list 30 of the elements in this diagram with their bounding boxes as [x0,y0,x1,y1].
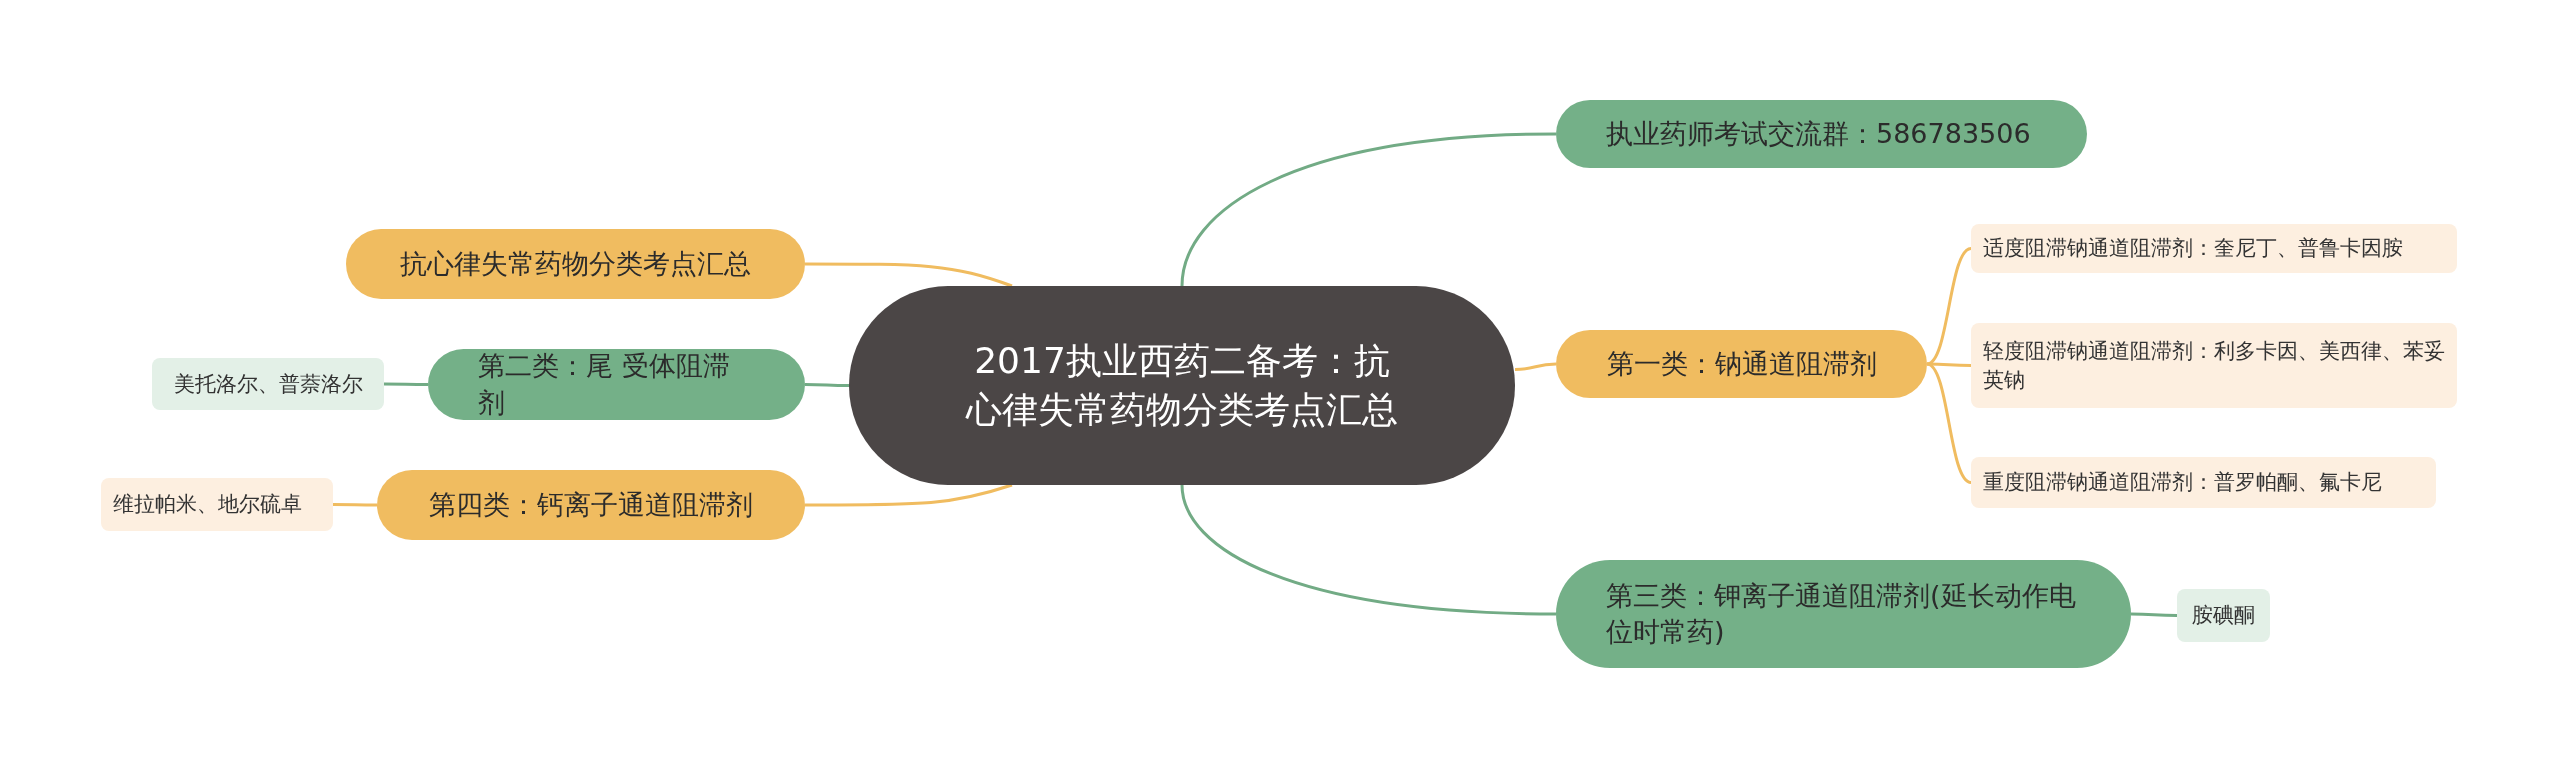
subtopic-label: 胺碘酮 [2192,602,2255,630]
connector-line [1180,484,1557,616]
subtopic-box [2177,589,2270,642]
subtopic-label: 维拉帕米、地尔硫卓 [113,491,302,519]
subtopic-label: 重度阻滞钠通道阻滞剂：普罗帕酮、氟卡尼 [1983,469,2382,497]
connector-line [333,503,377,507]
topic-label: 第二类：尾 受体阻滞剂 [478,349,731,420]
connector-line [2131,612,2177,617]
topic-label: 第四类：钙离子通道阻滞剂 [429,487,753,522]
subtopic-box [101,478,333,531]
connector-line [1926,362,1972,484]
topic-label: 抗心律失常药物分类考点汇总 [400,246,751,281]
subtopic-label: 轻度阻滞钠通道阻滞剂：利多卡因、美西律、苯妥英钠 [1983,338,2445,394]
topic-label: 第三类：钾离子通道阻滞剂(延长动作电位时常药) [1606,578,2077,649]
subtopic-box [1971,457,2436,508]
topic-label: 第一类：钠通道阻滞剂 [1606,346,1877,381]
subtopic-label: 适度阻滞钠通道阻滞剂：奎尼丁、普鲁卡因胺 [1983,235,2403,263]
connector-line [805,262,1013,288]
connector-line [805,483,1013,507]
connector-line [805,383,849,387]
subtopic-box [152,358,384,410]
subtopic-box [1971,323,2457,408]
subtopic-label: 美托洛尔、普萘洛尔 [173,370,363,398]
connector-line [1514,362,1557,371]
connector-line [384,382,428,386]
connector-line [1926,247,1972,366]
topic-label: 执业药师考试交流群：586783506 [1606,116,2031,151]
connector-line [1180,132,1557,287]
subtopic-box [1971,224,2457,273]
topic-title: 2017执业西药二备考：抗心律失常药物分类考点汇总 [964,338,1399,432]
